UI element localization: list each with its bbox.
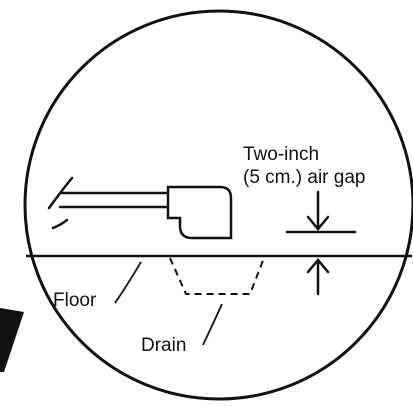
air-gap-indicator xyxy=(285,190,357,296)
drain-hose xyxy=(47,176,233,240)
gap-label-line2: (5 cm.) air gap xyxy=(243,167,365,188)
drain-outline xyxy=(169,257,265,295)
floor-label: Floor xyxy=(53,290,97,311)
drain-label: Drain xyxy=(141,335,186,356)
magnifier-circle xyxy=(23,9,413,401)
floor-leader xyxy=(114,261,142,304)
callout-pointer xyxy=(0,308,24,372)
gap-label-line1: Two-inch xyxy=(243,144,319,165)
drain-leader xyxy=(202,303,223,346)
